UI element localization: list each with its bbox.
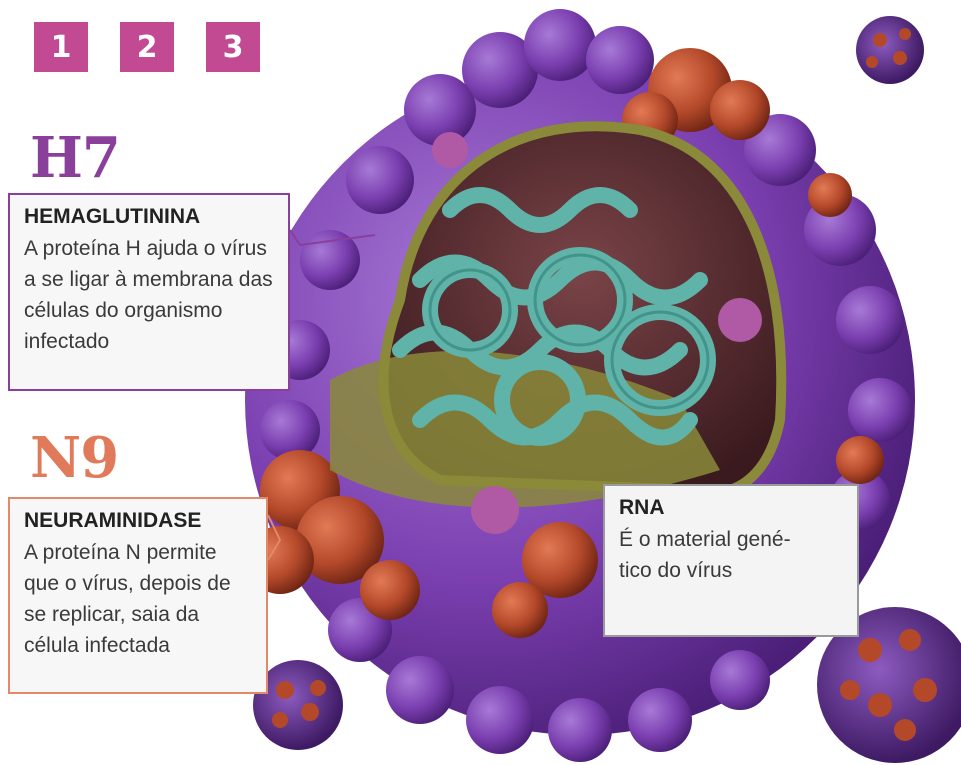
step-tabs: 1 2 3 xyxy=(34,22,260,72)
neuraminidase-text: A proteína N permite que o vírus, depois… xyxy=(24,537,252,661)
hemagglutinin-callout: HEMAGLUTININA A proteína H ajuda o vírus… xyxy=(8,193,290,391)
rna-callout: RNA É o material gené- tico do vírus xyxy=(603,484,859,637)
tab-2[interactable]: 2 xyxy=(120,22,174,72)
rna-title: RNA xyxy=(619,496,843,520)
tab-1[interactable]: 1 xyxy=(34,22,88,72)
hemagglutinin-text: A proteína H ajuda o vírus a se ligar à … xyxy=(24,233,274,357)
h7-label: H7 xyxy=(30,130,120,186)
rna-text: É o material gené- tico do vírus xyxy=(619,524,843,586)
hemagglutinin-title: HEMAGLUTININA xyxy=(24,205,274,229)
neuraminidase-title: NEURAMINIDASE xyxy=(24,509,252,533)
n9-label: N9 xyxy=(30,430,118,486)
neuraminidase-callout: NEURAMINIDASE A proteína N permite que o… xyxy=(8,497,268,694)
small-virus-icon xyxy=(856,16,924,84)
tab-3[interactable]: 3 xyxy=(206,22,260,72)
